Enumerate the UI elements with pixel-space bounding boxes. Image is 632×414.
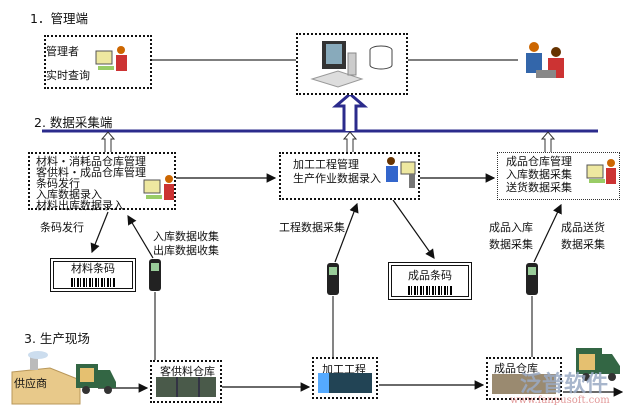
- processing-box: 加工工程: [312, 357, 378, 399]
- material-barcode-label: 材料条码: [50, 258, 136, 292]
- material-line-3: 条码发行: [36, 177, 80, 190]
- arrow-to-product-barcode: [392, 199, 435, 259]
- barcode-issue-label: 条码发行: [40, 221, 84, 234]
- server-box: [296, 33, 408, 95]
- product-ship-label-2: 数据采集: [561, 238, 605, 251]
- process-line-1: 加工工程管理: [293, 158, 359, 171]
- process-collect-label: 工程数据采集: [279, 221, 345, 234]
- material-line-1: 材料・消耗品仓库管理: [36, 155, 146, 168]
- product-warehouse-label: 成品仓库: [494, 362, 538, 375]
- section-data-collection-title: 2. 数据采集端: [34, 115, 113, 130]
- manager-label: 管理者: [46, 45, 79, 58]
- material-management-box: 材料・消耗品仓库管理 客供料・成品仓库管理 条码发行 入库数据录入 材料出库数据…: [28, 152, 176, 212]
- processing-label: 加工工程: [322, 363, 366, 376]
- product-in-label-2: 数据采集: [489, 238, 533, 251]
- person-at-computer-icon: [586, 159, 616, 184]
- material-line-2: 客供料・成品仓库管理: [36, 166, 146, 179]
- person-at-computer-icon: [386, 157, 416, 188]
- warehouse-photo: [156, 377, 216, 397]
- handheld-scanner-icon: [327, 263, 339, 295]
- arrow-scanner2-up: [334, 202, 359, 263]
- processing-photo: [318, 373, 372, 393]
- database-icon: [369, 45, 393, 70]
- manager-box: 管理者 实时查询: [44, 35, 152, 89]
- product-warehouse-photo: [492, 374, 556, 394]
- out-collect-label: 出库数据收集: [153, 244, 219, 257]
- arrow-scanner3-up: [533, 203, 562, 263]
- product-barcode-text: 成品条码: [408, 269, 452, 282]
- section-management-title: 1．管理端: [30, 11, 88, 26]
- watermark-brand: 泛普软件: [520, 372, 609, 397]
- product-barcode-label: 成品条码: [388, 262, 472, 300]
- section-production-site-title: 3. 生产现场: [24, 331, 90, 346]
- material-line-5: 材料出库数据录入: [36, 199, 124, 212]
- handheld-scanner-icon: [526, 263, 538, 295]
- product-ship-label-1: 成品送货: [561, 221, 605, 234]
- delivery-truck-icon: [576, 348, 620, 381]
- product-line-3: 送货数据采集: [506, 181, 572, 194]
- consign-warehouse-box: 客供料仓库: [150, 360, 222, 403]
- barcode-icon: [71, 278, 115, 287]
- product-in-label-1: 成品入库: [489, 221, 533, 234]
- computer-icon: [310, 41, 364, 88]
- material-barcode-text: 材料条码: [71, 262, 115, 275]
- supplier-factory-truck-icon: [11, 351, 116, 405]
- realtime-query-label: 实时查询: [46, 69, 90, 82]
- bus-link-right: [540, 131, 556, 152]
- arrow-scanner1-up: [127, 214, 154, 259]
- bus-link-left: [100, 131, 116, 152]
- barcode-icon: [408, 286, 452, 295]
- bus-up-arrow-icon: [331, 92, 369, 131]
- material-line-4: 入库数据录入: [36, 188, 102, 201]
- process-management-box: 加工工程管理 生产作业数据录入: [279, 152, 420, 200]
- product-warehouse-box: 成品仓库: [486, 357, 562, 400]
- arrow-barcode-issue: [90, 211, 109, 254]
- watermark-url: www.fanpusoft.com: [510, 395, 610, 406]
- product-warehouse-management-box: 成品仓库管理 入库数据采集 送货数据采集: [497, 152, 620, 200]
- in-collect-label: 入库数据收集: [153, 230, 219, 243]
- product-line-2: 入库数据采集: [506, 168, 572, 181]
- handheld-scanner-icon: [149, 259, 161, 291]
- supplier-label: 供应商: [14, 377, 47, 390]
- person-at-computer-icon: [95, 46, 127, 71]
- product-line-1: 成品仓库管理: [506, 155, 572, 168]
- bus-link-mid: [342, 131, 358, 152]
- process-line-2: 生产作业数据录入: [293, 172, 381, 185]
- users-icon: [526, 42, 564, 78]
- person-at-computer-icon: [143, 175, 174, 200]
- consign-warehouse-label: 客供料仓库: [160, 365, 215, 378]
